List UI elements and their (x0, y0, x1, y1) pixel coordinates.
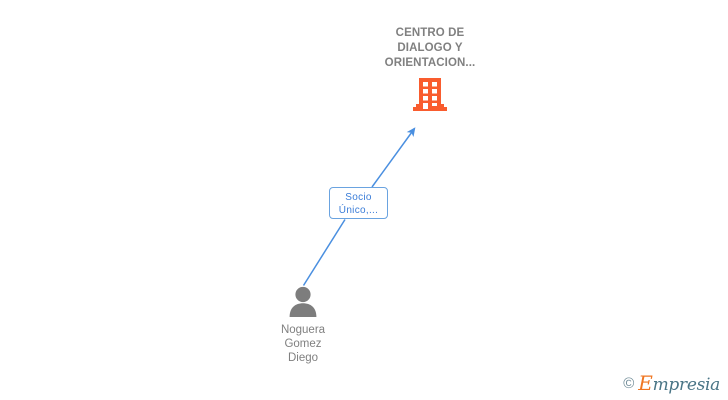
relation-label[interactable]: Socio Único,... (329, 187, 388, 219)
relation-edge-lower (302, 219, 346, 286)
watermark: © Empresia (623, 373, 720, 394)
person-name: Noguera Gomez Diego (280, 324, 326, 364)
copyright-icon: © (623, 375, 635, 392)
person-node[interactable]: Noguera Gomez Diego (243, 286, 363, 365)
building-icon (413, 78, 447, 111)
brand-logo: Empresia (638, 373, 720, 394)
brand-initial: E (638, 371, 653, 395)
person-icon (289, 286, 317, 317)
company-icon-wrap (360, 78, 500, 113)
person-icon-wrap (243, 286, 363, 317)
company-title: CENTRO DE DIALOGO Y ORIENTACION... (384, 27, 476, 69)
company-node[interactable]: CENTRO DE DIALOGO Y ORIENTACION... (360, 26, 500, 113)
brand-rest: mpresia (652, 375, 721, 395)
relation-edge-upper (371, 127, 416, 188)
